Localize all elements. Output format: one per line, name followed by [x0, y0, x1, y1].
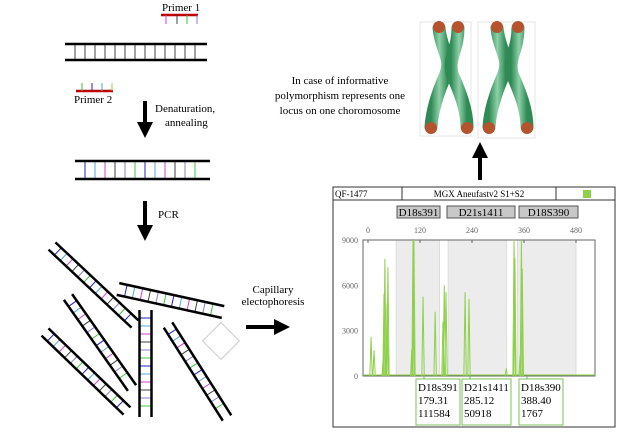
- peak: [382, 293, 386, 377]
- y-tick-label: 6000: [342, 281, 358, 290]
- primer-2-label: Primer 2: [74, 94, 112, 106]
- marker-label: D18s391: [399, 207, 439, 219]
- sample-id: QF-1477: [335, 189, 368, 199]
- marker-button[interactable]: D21s1411: [446, 205, 516, 219]
- peak: [444, 292, 448, 377]
- dna-fragment: [162, 321, 233, 422]
- y-tick-label: 3000: [342, 327, 358, 336]
- diamond-shape: [201, 321, 241, 361]
- x-tick-label: 120: [414, 226, 426, 235]
- peak: [463, 292, 467, 377]
- dna-double-strand: [65, 42, 207, 62]
- peak-label-size: 388.40: [521, 395, 552, 407]
- denaturation-label: Denaturation,: [155, 103, 215, 115]
- peak: [411, 239, 415, 377]
- allele-bin: [517, 239, 577, 377]
- y-tick-label: 9000: [342, 236, 358, 245]
- allele-bin: [447, 239, 508, 377]
- electrophoresis-label: electophoresis: [242, 296, 305, 308]
- primer-1-label: Primer 1: [162, 2, 200, 14]
- dna-fragment: [47, 241, 140, 329]
- marker-label: D21s1411: [459, 207, 504, 219]
- chromosome-image-1: [419, 21, 474, 137]
- y-tick-label: 0: [354, 372, 358, 381]
- peak-label-marker: D21s1411: [464, 382, 509, 394]
- annealing-label: annealing: [165, 117, 208, 129]
- marker-button[interactable]: D18s391: [396, 205, 441, 219]
- peak: [504, 368, 508, 377]
- dna-fragment: [116, 281, 225, 320]
- peak: [467, 298, 471, 377]
- peak: [433, 311, 437, 377]
- peak: [513, 258, 517, 377]
- pcr-label: PCR: [158, 209, 179, 221]
- peak-label-marker: D18s391: [418, 382, 458, 394]
- x-tick-label: 240: [466, 226, 478, 235]
- plot-frame: [362, 239, 596, 377]
- peak: [412, 239, 416, 377]
- dna-fragment: [40, 327, 132, 416]
- capillary-label: Capillary: [253, 284, 294, 296]
- peak: [512, 239, 516, 377]
- peak-label-height: 1767: [521, 408, 544, 420]
- panel-title: MGX Aneufastv2 S1+S2: [434, 189, 525, 199]
- annealed-dna-strand: [75, 159, 210, 181]
- dye-color-swatch[interactable]: [583, 190, 591, 198]
- peak: [520, 268, 524, 377]
- amplified-dna-fragments: [40, 241, 233, 422]
- peak-label-height: 50918: [464, 408, 492, 420]
- peak: [519, 239, 524, 377]
- info-text-line3: locus on one choromosome: [280, 105, 401, 117]
- info-text-line1: In case of informative: [292, 75, 389, 87]
- allele-bin: [395, 239, 440, 377]
- info-text-line2: polymorphism represents one: [275, 90, 405, 102]
- x-tick-label: 360: [518, 226, 530, 235]
- peak-label-size: 285.12: [464, 395, 494, 407]
- peak-label-marker: D18s390: [521, 382, 561, 394]
- dna-fragment: [138, 310, 153, 417]
- x-tick-label: 480: [570, 226, 582, 235]
- marker-button[interactable]: D18S390: [518, 205, 579, 219]
- peak: [369, 336, 373, 377]
- marker-label: D18S390: [528, 207, 570, 219]
- dna-fragment: [62, 293, 138, 392]
- primer-1: [161, 13, 198, 24]
- peak-label-height: 111584: [418, 408, 451, 420]
- chromosome-image-2: [477, 21, 536, 139]
- peak: [386, 267, 390, 377]
- peak: [421, 296, 425, 377]
- peak: [383, 258, 387, 377]
- x-tick-label: 0: [366, 226, 370, 235]
- peak: [372, 350, 376, 377]
- primer-2: [76, 83, 113, 93]
- peak-label-size: 179.31: [418, 395, 448, 407]
